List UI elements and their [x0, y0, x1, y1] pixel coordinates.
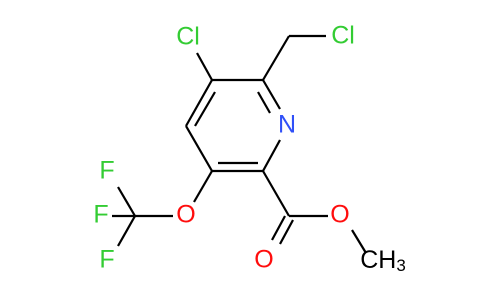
bond-cf3-f1	[117, 186, 136, 217]
methyl-label-main: CH	[360, 246, 396, 274]
chlorine-ring-label: Cl	[176, 23, 200, 51]
oxygen-ether-label: O	[176, 201, 195, 229]
bond-carbonyl-2	[279, 219, 294, 245]
bond-n-c6	[262, 139, 281, 172]
bond-carbonyl-1	[271, 215, 286, 241]
fluorine-label-1: F	[99, 157, 114, 185]
methyl-label: CH3	[360, 246, 406, 276]
bond-c6-ccarbonyl	[262, 170, 290, 217]
bond-cf3-f3	[117, 215, 136, 247]
fluorine-label-3: F	[99, 246, 114, 274]
bond-c3-c4-inner	[194, 91, 216, 127]
methyl-label-subscript: 3	[396, 256, 405, 275]
oxygen-ester-label: O	[330, 201, 349, 229]
bond-c2-ch2	[262, 35, 290, 81]
bond-c2-n-inner	[257, 91, 271, 114]
fluorine-label-2: F	[93, 201, 108, 229]
chlorine-chain-label: Cl	[331, 22, 355, 50]
bond-oester-ch3	[351, 229, 367, 254]
bond-c4-c5	[185, 125, 213, 172]
bond-c3-cl	[196, 52, 213, 81]
bond-c3-c4	[185, 79, 213, 127]
bond-c2-n	[262, 79, 281, 110]
oxygen-carbonyl-label: O	[254, 246, 273, 274]
nitrogen-label: N	[278, 111, 296, 139]
bond-c5-o	[193, 170, 213, 203]
